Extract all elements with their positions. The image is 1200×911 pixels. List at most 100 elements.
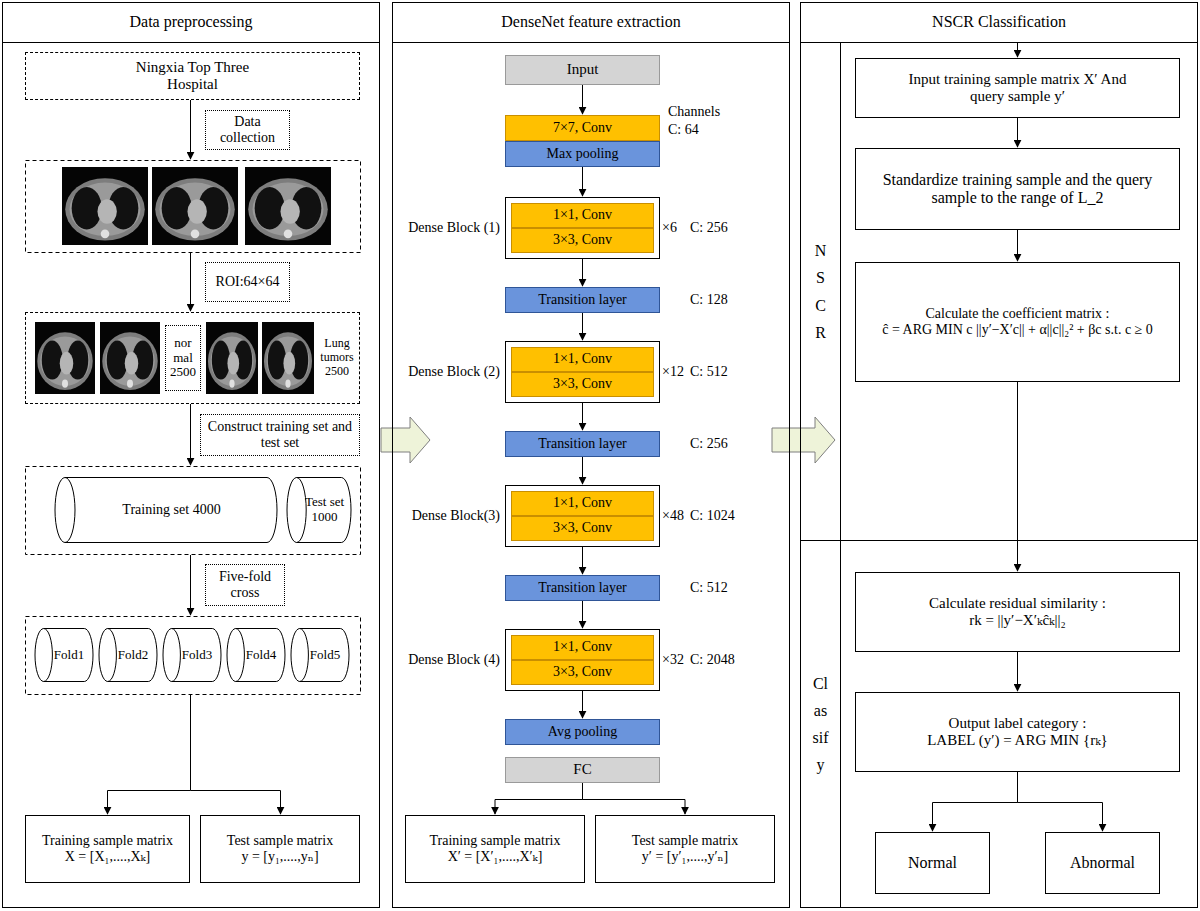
cylinder-face (65, 478, 75, 543)
process-box: Output label category :LABEL (y′) = ARG … (855, 692, 1180, 772)
cylinder-face (108, 629, 117, 682)
source-box: Ningxia Top Three Hospital (25, 52, 360, 100)
flow-arrow (190, 555, 191, 615)
box-text: X′ = [X′₁,....,X′ₖ] (448, 849, 543, 865)
box-text: rk = ||y′−X′ₖĉₖ||₂ (969, 612, 1066, 629)
channel-label: C: 512 (690, 580, 728, 596)
box-text: 3×3, Conv (553, 232, 612, 248)
connector-arrow (583, 783, 686, 814)
section-column: NSCR (801, 43, 841, 540)
matrix-box: Test sample matrixy = [y₁,....,yₙ] (200, 815, 360, 883)
pooling-box: Avg pooling (505, 719, 660, 745)
text-group: 1×1, Conv (553, 207, 612, 223)
matrix-box: Test sample matrixy′ = [y′₁,....,y′ₙ] (595, 815, 775, 883)
fold-group-frame (26, 617, 361, 695)
box-text: Fold5 (310, 648, 340, 663)
flow-arrow (190, 100, 191, 159)
cylinder-body (227, 629, 285, 682)
cylinder-body (163, 629, 221, 682)
box-text: Standardize training sample and the quer… (873, 171, 1163, 208)
fold-cylinder: Fold4 (227, 628, 285, 682)
box-text: 3×3, Conv (553, 520, 612, 536)
box-text: Fold1 (54, 648, 84, 663)
fold-cylinder: Fold3 (163, 628, 221, 682)
transition-box: Transition layer (505, 287, 660, 313)
text-group: Training set 4000 (122, 502, 220, 518)
ct-image (152, 167, 238, 245)
text-group: Data collection (210, 114, 285, 146)
repeat-count: ×6 (662, 220, 677, 236)
cylinder-face (297, 478, 307, 543)
box-text: 1×1, Conv (553, 639, 612, 655)
process-box: Calculate the coefficient matrix :ĉ = AR… (855, 262, 1180, 382)
box-text: Construct training set and test set (205, 419, 355, 451)
step-note: ROI:64×64 (205, 262, 290, 302)
box-text: Training set 4000 (122, 502, 220, 518)
text-group: Abnormal (1070, 854, 1135, 872)
text-group: Input training sample matrix X′ And quer… (898, 71, 1138, 106)
repeat-count: ×12 (662, 364, 684, 380)
box-text: Training sample matrix (42, 833, 173, 849)
connector-arrow (582, 403, 583, 430)
box-text: ROI:64×64 (216, 274, 280, 290)
text-group: Construct training set and test set (205, 419, 355, 451)
text-group: FC (573, 761, 591, 778)
text-group: Fold3 (182, 648, 212, 663)
box-text: Avg pooling (548, 724, 617, 740)
dense-block: Dense Block (4)×321×1, Conv3×3, Conv (505, 629, 660, 691)
box-text: Test sample matrix (227, 833, 333, 849)
class-count: Lung tumors 2500 (317, 313, 357, 403)
result-box: Normal (875, 832, 990, 894)
panel-heading: DenseNet feature extraction (393, 3, 789, 43)
text-group: ROI:64×64 (216, 274, 280, 290)
connector-arrow (495, 783, 583, 814)
box-text: Fold3 (182, 648, 212, 663)
panel: Data preprocessingNingxia Top Three Hosp… (2, 2, 380, 908)
text-group: Normal (908, 854, 957, 872)
text-group: Transition layer (538, 292, 627, 308)
block-heading: Dense Block (4) (408, 652, 500, 668)
block-arrow (381, 417, 430, 463)
conv-box: 7×7, Conv (505, 115, 660, 141)
connector-arrow (582, 601, 583, 628)
text-group: Fold2 (118, 648, 148, 663)
cylinder-face (172, 629, 181, 682)
box-text: Input training sample matrix X′ And quer… (898, 71, 1138, 106)
connector-arrow (933, 772, 1018, 831)
transition-box: Transition layer (505, 431, 660, 457)
conv-box: 3×3, Conv (511, 372, 654, 397)
fold-cylinder: Fold2 (99, 628, 157, 682)
image-group: Lung tumors 2500 nor mal 2500 (25, 312, 360, 404)
panel: DenseNet feature extractionInput 7×7, Con… (392, 2, 790, 908)
text-group: Input (567, 61, 599, 78)
count-note: nor mal 2500 (165, 325, 201, 391)
text-group: 1×1, Conv (553, 351, 612, 367)
connector-arrow (582, 457, 583, 484)
fc-box: FC (505, 757, 660, 783)
ct-image (62, 167, 148, 245)
section-region: NSCR Input training sample matrix X′ And … (801, 43, 1197, 540)
conv-box: 1×1, Conv (511, 347, 654, 372)
text-group: 1×1, Conv (553, 639, 612, 655)
cylinder-body (55, 478, 277, 543)
input-box: Input (505, 55, 660, 85)
box-text: 7×7, Conv (553, 120, 612, 136)
dataset-cylinder: Test set 1000 (287, 477, 351, 543)
block-heading: Dense Block(3) (412, 508, 500, 524)
flow-arrow (190, 253, 191, 311)
block-heading: Dense Block (1) (408, 220, 500, 236)
box-text: Normal (908, 854, 957, 872)
text-group: Max pooling (547, 146, 619, 162)
text-group: Transition layer (538, 436, 627, 452)
box-text: Abnormal (1070, 854, 1135, 872)
fold-cylinder: Fold1 (35, 628, 93, 682)
cylinder-face (300, 629, 309, 682)
section-column: Classify (801, 541, 841, 907)
connector-arrow (582, 85, 583, 114)
step-note: Construct training set and test set (200, 414, 360, 456)
panel-heading: NSCR Classification (801, 3, 1197, 43)
repeat-count: ×32 (662, 652, 684, 668)
text-group: 3×3, Conv (553, 376, 612, 392)
text-group: 3×3, Conv (553, 520, 612, 536)
